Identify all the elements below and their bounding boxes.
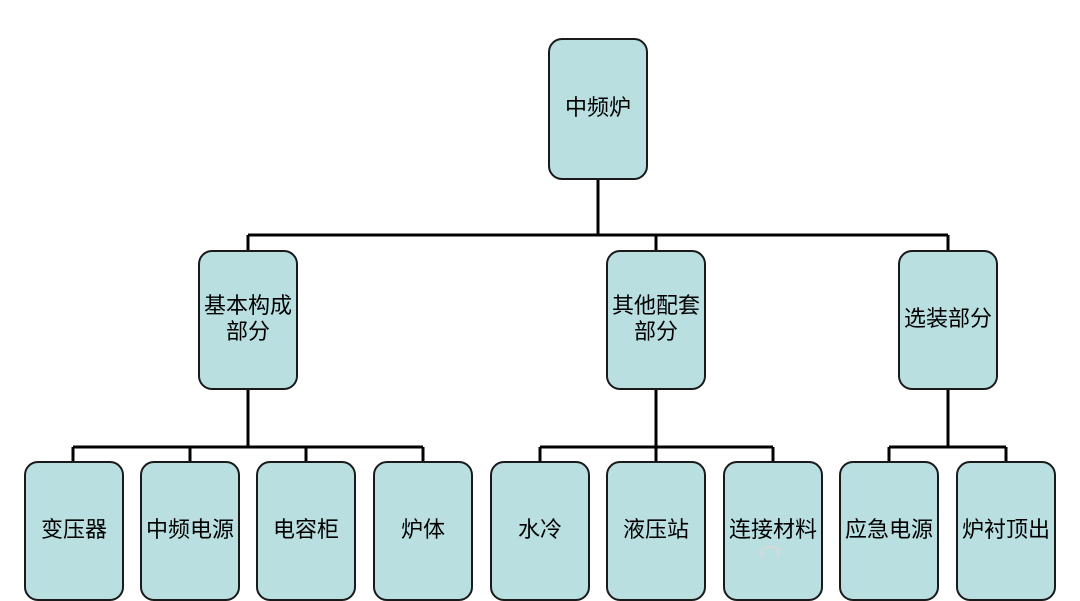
group-node-label: 部分 (633, 320, 678, 345)
group-node-label: 其他配套 (611, 294, 700, 319)
leaf-node-label: 液压站 (622, 518, 689, 543)
leaf-node-furnace-body: 炉体 (373, 461, 473, 601)
group-node-label: 选装部分 (903, 307, 992, 332)
group-node-basic: 基本构成 部分 (198, 250, 298, 390)
leaf-node-label: 炉衬顶出 (961, 518, 1050, 543)
connector-lines (71, 180, 1008, 461)
leaf-node-lining-ejector: 炉衬顶出 (956, 461, 1056, 601)
leaf-node-water-cooling: 水冷 (490, 461, 590, 601)
group-node-label: 部分 (225, 320, 270, 345)
leaf-node-label: 中频电源 (145, 518, 234, 543)
leaf-node-label: 变压器 (40, 518, 107, 543)
leaf-node-mf-power-supply: 中频电源 (140, 461, 240, 601)
root-node: 中频炉 (548, 38, 648, 180)
root-node-label: 中频炉 (564, 96, 631, 121)
group-node-label: 基本构成 (203, 294, 292, 319)
leaf-node-transformer: 变压器 (24, 461, 124, 601)
leaf-node-label: 炉体 (400, 518, 445, 543)
leaf-node-emergency-power: 应急电源 (839, 461, 939, 601)
watermark-icon (760, 546, 780, 560)
leaf-node-capacitor-cabinet: 电容柜 (256, 461, 356, 601)
leaf-node-label: 连接材料 (728, 518, 817, 543)
leaf-node-hydraulic-station: 液压站 (606, 461, 706, 601)
leaf-node-label: 水冷 (517, 518, 562, 543)
leaf-node-connection-materials: 连接材料 (723, 461, 823, 601)
group-node-auxiliary: 其他配套 部分 (606, 250, 706, 390)
group-node-optional: 选装部分 (898, 250, 998, 390)
leaf-node-label: 电容柜 (272, 518, 339, 543)
leaf-node-label: 应急电源 (844, 518, 933, 543)
